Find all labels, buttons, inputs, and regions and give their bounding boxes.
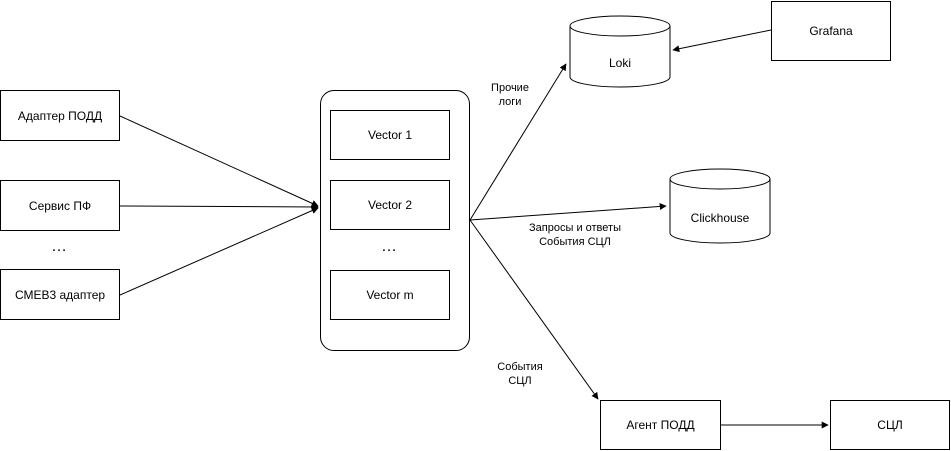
clickhouse-label: Clickhouse [690,211,750,225]
agent-podd-box[interactable]: Агент ПОДД [600,400,721,450]
vector-2-label: Vector 2 [367,198,413,212]
adapter-podd-box[interactable]: Адаптер ПОДД [0,90,120,141]
grafana-box[interactable]: Grafana [771,1,891,61]
edge-label-other-logs-line1: Прочие [491,82,529,94]
loki-cylinder [569,15,671,88]
sources-ellipsis: … [51,238,69,255]
vector-m-box[interactable]: Vector m [330,270,450,320]
vector-2-box[interactable]: Vector 2 [330,180,450,230]
sdl-box[interactable]: СЦЛ [830,400,950,450]
edge-label-requests-events: Запросы и ответы События СЦЛ [529,221,621,249]
edge-label-sdl-events-line1: События [497,361,543,373]
edge-smev-to-vector [119,207,319,296]
smev3-adapter-label: СМЕВ3 адаптер [14,287,106,302]
adapter-podd-label: Адаптер ПОДД [17,108,103,123]
vector-ellipsis: … [381,238,399,255]
vector-1-box[interactable]: Vector 1 [330,110,450,160]
edge-label-requests-line2: События СЦЛ [539,236,611,248]
loki-label: Loki [608,56,632,70]
edge-label-other-logs: Прочие логи [491,81,529,109]
grafana-label: Grafana [809,24,853,38]
vector-m-label: Vector m [366,288,414,302]
clickhouse-cylinder [669,168,771,244]
edge-label-other-logs-line2: логи [498,96,522,108]
edge-grafana-to-loki [672,29,772,53]
edge-vector-to-clickhouse [469,202,667,221]
edge-label-sdl-events-line2: СЦЛ [508,375,532,387]
edge-vector-to-loki [469,63,567,221]
edge-vector-to-agent [469,219,599,400]
smev3-adapter-box[interactable]: СМЕВ3 адаптер [0,269,120,320]
edge-label-requests-line1: Запросы и ответы [529,222,621,234]
agent-podd-label: Агент ПОДД [626,418,695,432]
service-pf-label: Сервис ПФ [28,198,92,213]
vector-1-label: Vector 1 [367,128,413,142]
sdl-label: СЦЛ [877,418,903,432]
edge-service-to-vector [119,203,319,211]
edge-adapter-to-vector [119,115,319,207]
service-pf-box[interactable]: Сервис ПФ [0,180,120,231]
edge-label-sdl-events: События СЦЛ [497,360,542,388]
